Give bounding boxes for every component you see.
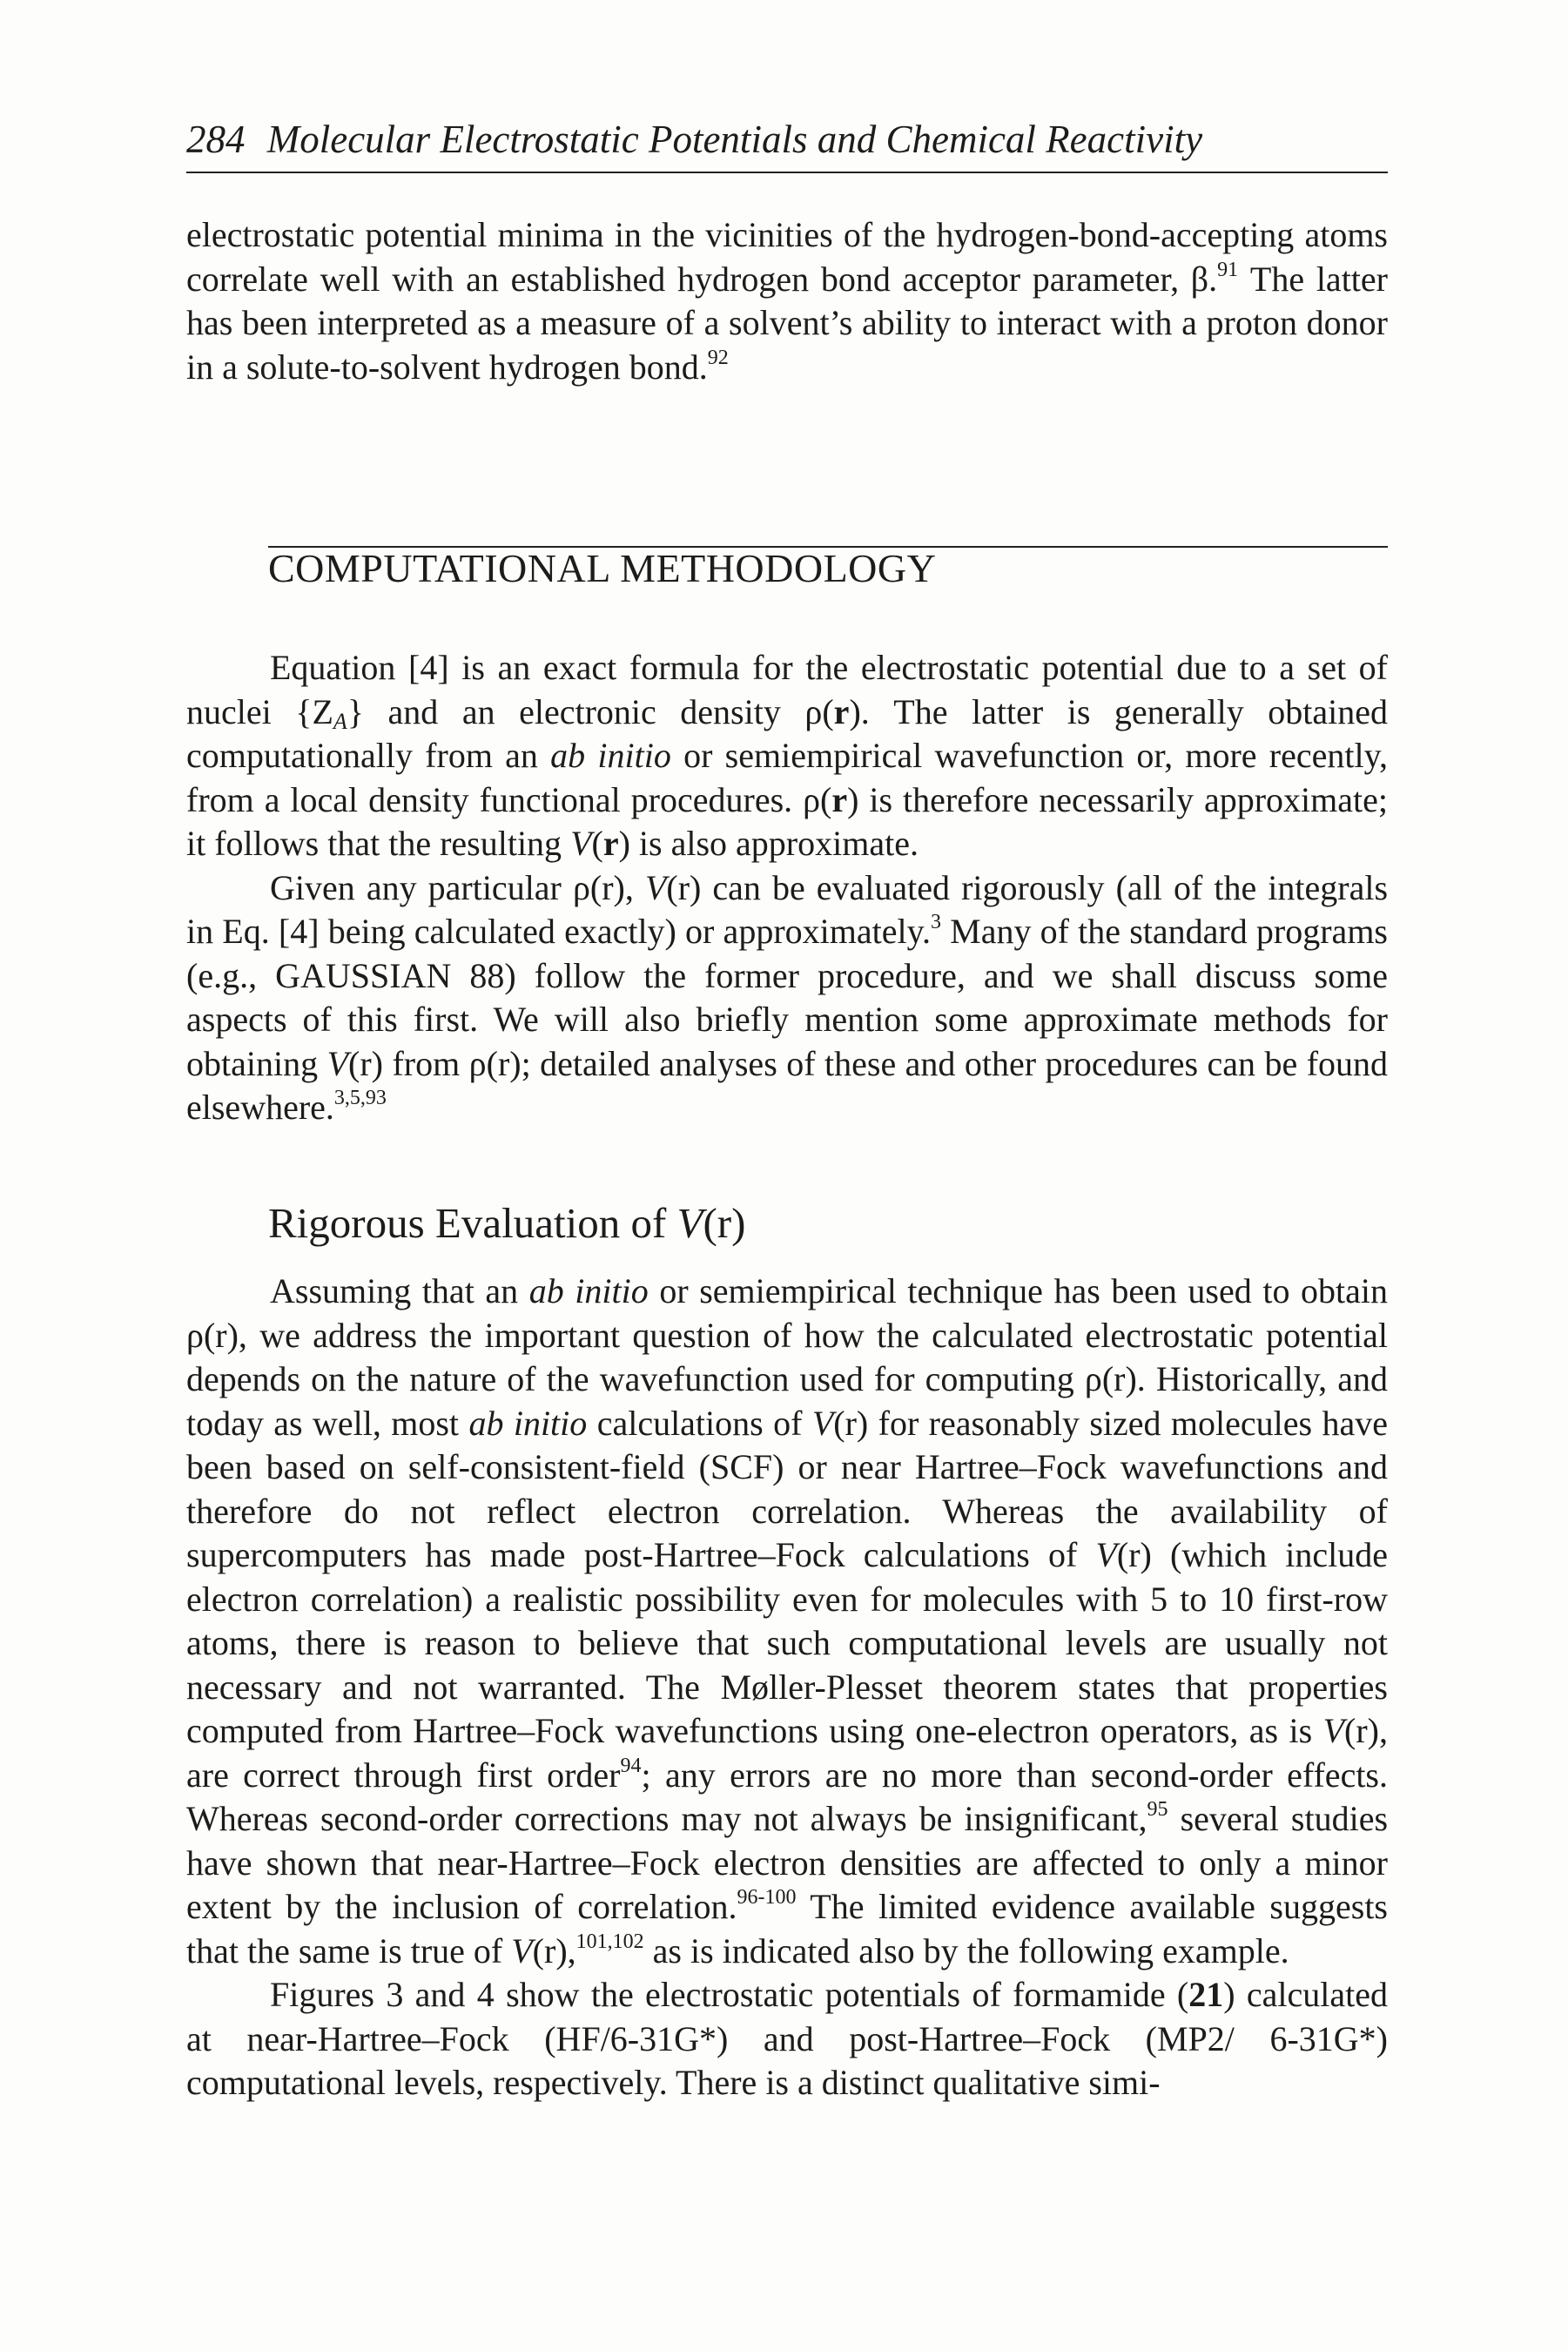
- citation: 91: [1217, 258, 1239, 281]
- vector-r: r: [833, 691, 850, 731]
- text-run: Equation [4] is an exact formula for the…: [186, 648, 1388, 731]
- text-run: ). The latter is generally obtained comp…: [186, 691, 1388, 776]
- rigorous-evaluation-block: Assuming that an ab initio or semiempiri…: [186, 1270, 1388, 2105]
- text-run: (r) can be evaluated rigorously (all of …: [186, 867, 1389, 952]
- text-run: Rigorous Evaluation of: [268, 1199, 677, 1247]
- text-run: Figures 3 and 4 show the electrostatic p…: [270, 1975, 1189, 2014]
- text-run: (r) (which include electron correlation)…: [186, 1535, 1388, 1750]
- text-run: (r) from ρ(r); detailed analyses of thes…: [186, 1043, 1389, 1128]
- section-rule: [268, 546, 1388, 548]
- text-run: (r), are correct through first order: [186, 1711, 1388, 1795]
- paragraph: Given any particular ρ(r), V(r) can be e…: [186, 866, 1388, 1130]
- citation: 101,102: [575, 1930, 644, 1953]
- subscript: A: [333, 708, 347, 734]
- citation: 96-100: [737, 1886, 797, 1909]
- italic-V: V: [811, 1403, 834, 1443]
- running-title: Molecular Electrostatic Potentials and C…: [266, 118, 1203, 161]
- italic-term: ab initio: [550, 736, 671, 775]
- text-run: calculations of: [587, 1403, 812, 1443]
- italic-term: ab initio: [528, 1271, 649, 1310]
- citation: 92: [707, 346, 729, 369]
- vector-r: r: [831, 779, 848, 819]
- italic-V: V: [1322, 1711, 1345, 1750]
- text-run: ) is therefore necessarily approximate; …: [186, 779, 1388, 864]
- text-run: as is indicated also by the following ex…: [643, 1930, 1289, 1970]
- text-run: Many of the standard programs (e.g., GAU…: [186, 912, 1388, 1083]
- text-run: several studies have shown that near-Har…: [186, 1799, 1389, 1926]
- text-run: The latter has been interpreted as a mea…: [186, 259, 1388, 387]
- compound-number: 21: [1188, 1975, 1224, 2014]
- text-run: (: [591, 824, 603, 863]
- paragraph: Equation [4] is an exact formula for the…: [186, 646, 1388, 866]
- italic-V: V: [1095, 1535, 1117, 1574]
- citation: 95: [1147, 1798, 1168, 1821]
- text-run: } and an electronic density ρ(: [347, 691, 834, 731]
- intro-paragraph: electrostatic potential minima in the vi…: [186, 213, 1388, 389]
- text-run: (r): [703, 1199, 746, 1247]
- text-run: The limited evidence available suggests …: [186, 1887, 1388, 1970]
- text-run: or semiempirical technique has been used…: [186, 1271, 1388, 1443]
- page-number: 284: [186, 118, 246, 161]
- text-run: or semiempirical wavefunction or, more r…: [186, 736, 1389, 819]
- italic-term: ab initio: [468, 1403, 588, 1443]
- section-heading: COMPUTATIONAL METHODOLOGY: [268, 546, 937, 590]
- citation: 94: [620, 1754, 642, 1777]
- italic-V: V: [644, 867, 667, 907]
- paragraph: Figures 3 and 4 show the electrostatic p…: [186, 1973, 1388, 2105]
- text-run: (r) for reasonably sized molecules have …: [186, 1403, 1388, 1575]
- methodology-block: Equation [4] is an exact formula for the…: [186, 646, 1388, 1130]
- running-header: 284 Molecular Electrostatic Potentials a…: [186, 113, 1405, 165]
- vector-r: r: [602, 824, 619, 863]
- paragraph: Assuming that an ab initio or semiempiri…: [186, 1270, 1388, 1973]
- citation: 3: [931, 911, 941, 933]
- text-run: electrostatic potential minima in the vi…: [186, 215, 1388, 299]
- citation: 3,5,93: [333, 1087, 387, 1109]
- text-run: Given any particular ρ(r),: [270, 867, 645, 907]
- subsection-heading: Rigorous Evaluation of V(r): [268, 1193, 1388, 1254]
- italic-V: V: [511, 1930, 533, 1970]
- italic-V: V: [676, 1199, 703, 1247]
- intro-block: electrostatic potential minima in the vi…: [186, 213, 1388, 389]
- text-run: Assuming that an: [270, 1271, 529, 1310]
- text-run: ) calculated at near-Hartree–Fock (HF/6-…: [186, 1975, 1388, 2102]
- text-run: ; any errors are no more than second-ord…: [186, 1755, 1388, 1839]
- text-run: ) is also approximate.: [618, 824, 919, 863]
- text-run: (r),: [532, 1930, 576, 1970]
- italic-V: V: [326, 1043, 349, 1083]
- italic-V: V: [570, 824, 592, 863]
- header-rule: [186, 172, 1388, 173]
